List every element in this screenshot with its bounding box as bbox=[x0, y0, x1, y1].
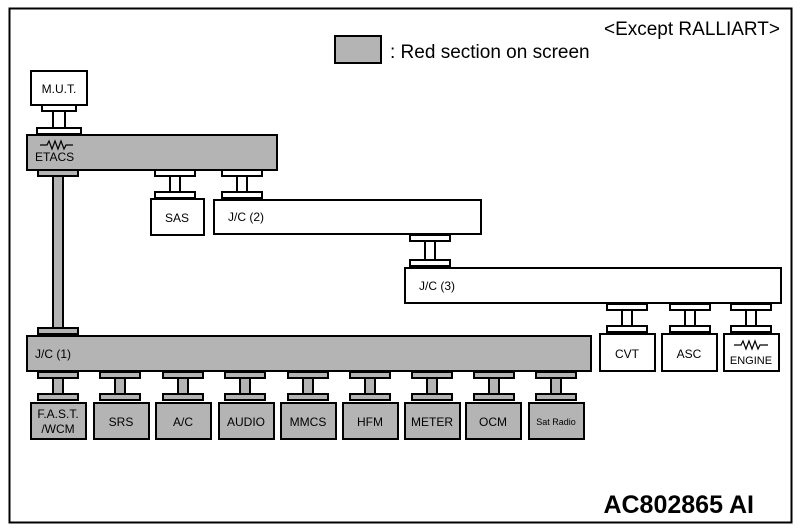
terminating-resistor-icon bbox=[734, 339, 768, 351]
node-fast-wcm: F.A.S.T. /WCM bbox=[30, 402, 87, 440]
connector-jc1-hfm bbox=[349, 371, 391, 401]
node-jc2: J/C (2) bbox=[213, 199, 482, 235]
node-engine-label: ENGINE bbox=[730, 355, 772, 367]
node-ac-label: A/C bbox=[173, 415, 193, 429]
node-mut: M.U.T. bbox=[30, 70, 88, 106]
node-jc2-label: J/C (2) bbox=[228, 210, 264, 224]
node-jc3-label: J/C (3) bbox=[419, 279, 455, 293]
node-fast-wcm-label-line1: F.A.S.T. bbox=[37, 407, 78, 421]
node-mut-label: M.U.T. bbox=[42, 82, 77, 96]
node-sat-radio-label: Sat Radio bbox=[536, 417, 576, 427]
node-asc-label: ASC bbox=[677, 347, 702, 361]
connector-jc1-ocm bbox=[473, 371, 515, 401]
node-fast-wcm-label-line2: /WCM bbox=[41, 422, 74, 436]
legend-text: : Red section on screen bbox=[390, 42, 590, 63]
node-hfm: HFM bbox=[342, 402, 399, 440]
node-jc1: J/C (1) bbox=[26, 335, 592, 372]
connector-jc1-mmcs bbox=[287, 371, 329, 401]
diagram-frame bbox=[8, 7, 793, 524]
node-srs-label: SRS bbox=[109, 415, 134, 429]
connector-jc1-sat-radio bbox=[535, 371, 577, 401]
node-sas: SAS bbox=[150, 198, 205, 236]
node-ac: A/C bbox=[155, 402, 212, 440]
node-meter: METER bbox=[404, 402, 461, 440]
node-audio-label: AUDIO bbox=[227, 415, 265, 429]
node-meter-label: METER bbox=[411, 415, 453, 429]
node-mmcs: MMCS bbox=[280, 402, 337, 440]
connector-jc1-fast-wcm bbox=[37, 371, 79, 401]
node-etacs-label: ETACS bbox=[35, 150, 74, 164]
variant-note: <Except RALLIART> bbox=[604, 19, 780, 40]
node-srs: SRS bbox=[93, 402, 150, 440]
node-ocm-label: OCM bbox=[479, 415, 507, 429]
legend-swatch bbox=[334, 35, 382, 64]
node-mmcs-label: MMCS bbox=[290, 415, 327, 429]
connector-etacs-jc1 bbox=[37, 169, 79, 335]
node-sas-label: SAS bbox=[165, 211, 189, 225]
red-section-connectors bbox=[37, 169, 577, 401]
node-etacs: ETACS bbox=[26, 134, 278, 171]
terminating-resistor-icon bbox=[40, 139, 73, 151]
node-audio: AUDIO bbox=[218, 402, 275, 440]
node-cvt-label: CVT bbox=[615, 347, 640, 361]
node-cvt: CVT bbox=[599, 333, 656, 372]
node-hfm-label: HFM bbox=[357, 415, 383, 429]
connector-jc1-ac bbox=[162, 371, 204, 401]
node-jc3: J/C (3) bbox=[404, 267, 782, 304]
connector-jc3-cvt bbox=[606, 303, 648, 333]
connector-jc3-asc bbox=[669, 303, 711, 333]
node-asc: ASC bbox=[661, 333, 718, 372]
figure-code: AC802865 AI bbox=[603, 491, 754, 519]
node-engine: ENGINE bbox=[723, 333, 780, 372]
node-ocm: OCM bbox=[465, 402, 522, 440]
node-jc1-label: J/C (1) bbox=[35, 347, 71, 361]
node-sat-radio: Sat Radio bbox=[528, 402, 585, 440]
